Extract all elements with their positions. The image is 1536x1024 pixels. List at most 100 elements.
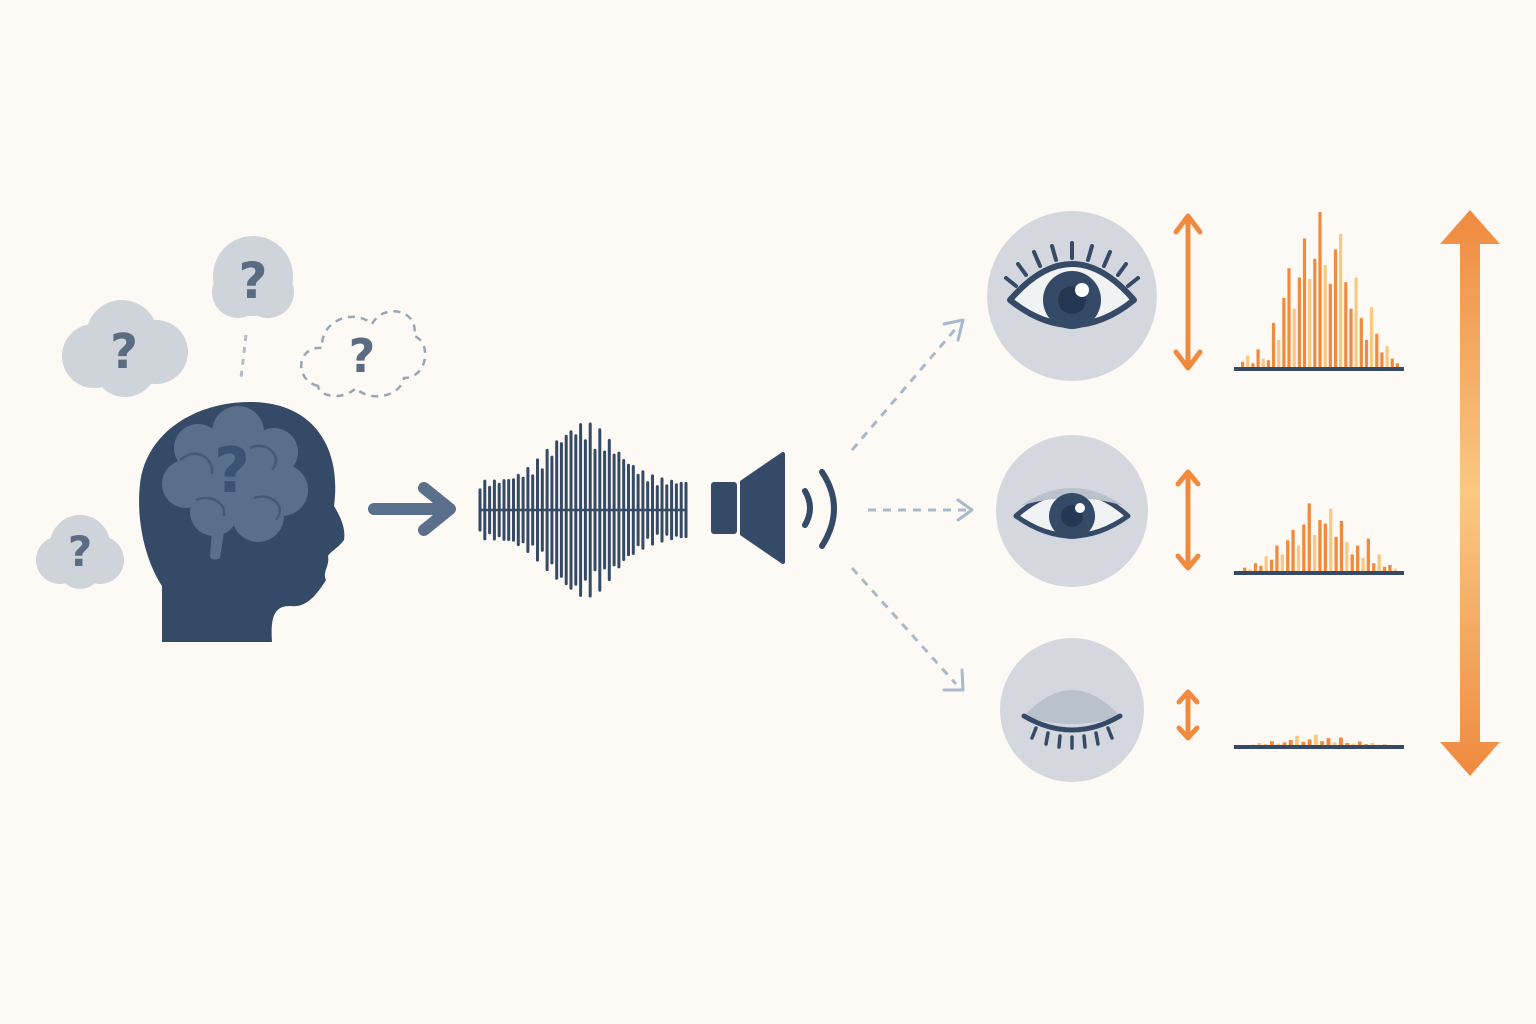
histogram-bar bbox=[1318, 520, 1322, 572]
histogram-bar bbox=[1277, 339, 1281, 368]
histogram-bar bbox=[1264, 556, 1268, 572]
histogram-bar bbox=[1313, 535, 1317, 572]
histogram-bar bbox=[1395, 363, 1399, 368]
histogram-bar bbox=[1334, 536, 1338, 572]
histogram-bar bbox=[1282, 742, 1287, 746]
question-mark-icon: ? bbox=[110, 324, 138, 380]
histogram-bar bbox=[1323, 523, 1327, 572]
histogram-bar bbox=[1380, 352, 1384, 368]
double-arrow-medium bbox=[1175, 469, 1201, 571]
histogram-bar bbox=[1276, 743, 1281, 746]
question-mark-icon: ? bbox=[68, 527, 92, 576]
thought-cloud-top: ? bbox=[212, 236, 294, 318]
histogram-bar bbox=[1256, 349, 1260, 368]
histogram-bar bbox=[1302, 238, 1307, 368]
histogram-bar bbox=[1269, 559, 1274, 572]
histogram-bar bbox=[1243, 567, 1247, 572]
histogram-bar bbox=[1292, 308, 1296, 368]
histogram-bar bbox=[1323, 265, 1327, 368]
histogram-bar bbox=[1344, 282, 1348, 368]
histogram-bar bbox=[1266, 360, 1270, 368]
histogram-bar bbox=[1339, 521, 1344, 572]
histogram-bar bbox=[1364, 339, 1369, 368]
histogram-bar bbox=[1361, 557, 1365, 572]
double-arrow-large bbox=[1173, 213, 1203, 371]
histogram-bar bbox=[1282, 297, 1286, 368]
histogram-bar bbox=[1307, 739, 1312, 746]
histogram-bar bbox=[1357, 741, 1362, 746]
histogram-bar bbox=[1288, 740, 1293, 746]
histogram-bar bbox=[1370, 743, 1375, 746]
eye-wide-open-icon bbox=[987, 211, 1157, 381]
histogram-bar bbox=[1302, 524, 1306, 572]
histogram-bar bbox=[1261, 358, 1265, 368]
dashed-arrow-middle bbox=[868, 498, 974, 522]
histogram-bar bbox=[1332, 742, 1337, 746]
histogram-bar bbox=[1301, 741, 1306, 746]
histogram-bar bbox=[1339, 737, 1343, 746]
histogram-bar bbox=[1320, 741, 1325, 746]
histogram-bar bbox=[1313, 258, 1317, 368]
question-mark-icon: ? bbox=[238, 252, 267, 310]
histogram-bar bbox=[1271, 322, 1276, 368]
eye-half-open-icon bbox=[996, 435, 1148, 587]
histogram-bar bbox=[1318, 212, 1322, 368]
histogram-bar bbox=[1370, 307, 1374, 368]
histogram-bar bbox=[1296, 545, 1301, 572]
histogram-bar bbox=[1350, 554, 1354, 572]
histogram-bar bbox=[1345, 542, 1349, 572]
eye-closed-icon bbox=[1000, 638, 1144, 782]
histogram-bar bbox=[1297, 277, 1301, 368]
histogram-bar bbox=[1388, 565, 1392, 572]
histogram-bar bbox=[1307, 503, 1311, 572]
histogram-bar bbox=[1308, 279, 1312, 368]
histogram-bar bbox=[1329, 508, 1333, 572]
arrow-to-waveform bbox=[368, 482, 456, 536]
histogram-medium-variance bbox=[1234, 503, 1404, 575]
histogram-bar bbox=[1326, 738, 1331, 746]
speaker-icon bbox=[711, 452, 837, 564]
histogram-bar bbox=[1351, 743, 1356, 746]
sound-waveform-icon bbox=[478, 422, 688, 598]
histogram-bar bbox=[1259, 565, 1263, 572]
histogram-bar bbox=[1339, 233, 1343, 368]
histogram-bar bbox=[1359, 318, 1363, 368]
histogram-bar bbox=[1354, 277, 1358, 368]
histogram-bar bbox=[1287, 268, 1291, 368]
thought-cloud-dashed: ? bbox=[300, 309, 427, 398]
histogram-bar bbox=[1270, 741, 1274, 746]
head-with-brain-icon: ? bbox=[139, 402, 345, 642]
histogram-bar bbox=[1356, 545, 1360, 572]
thought-cloud-bottom: ? bbox=[36, 515, 124, 589]
histogram-bar bbox=[1382, 566, 1387, 572]
question-mark-icon: ? bbox=[214, 434, 250, 507]
histogram-bar bbox=[1366, 538, 1370, 572]
question-mark-icon: ? bbox=[349, 329, 376, 383]
histogram-bar bbox=[1377, 554, 1381, 572]
histogram-bar bbox=[1241, 361, 1245, 368]
histogram-bar bbox=[1390, 358, 1394, 368]
histogram-bar bbox=[1372, 563, 1376, 572]
histogram-bar bbox=[1375, 333, 1379, 368]
double-arrow-small bbox=[1176, 689, 1200, 741]
histogram-bar bbox=[1345, 743, 1350, 746]
histogram-bar bbox=[1251, 363, 1255, 368]
histogram-bar bbox=[1248, 569, 1252, 572]
dashed-arrow-top bbox=[850, 318, 965, 451]
histogram-bar bbox=[1275, 545, 1279, 572]
thought-cloud-left: ? bbox=[62, 300, 188, 397]
histogram-bar bbox=[1253, 563, 1258, 572]
histogram-bar bbox=[1393, 568, 1397, 572]
histogram-high-variance bbox=[1234, 212, 1404, 371]
histogram-bar bbox=[1257, 743, 1262, 746]
histogram-bar bbox=[1385, 346, 1389, 368]
histogram-bar bbox=[1349, 308, 1353, 368]
dashed-arrow-bottom bbox=[850, 566, 965, 692]
histogram-bar bbox=[1246, 355, 1250, 368]
thought-connector bbox=[239, 334, 248, 379]
histogram-bar bbox=[1313, 734, 1318, 746]
histogram-bar bbox=[1328, 283, 1332, 368]
histogram-bar bbox=[1295, 735, 1299, 746]
histogram-bar bbox=[1280, 554, 1284, 572]
